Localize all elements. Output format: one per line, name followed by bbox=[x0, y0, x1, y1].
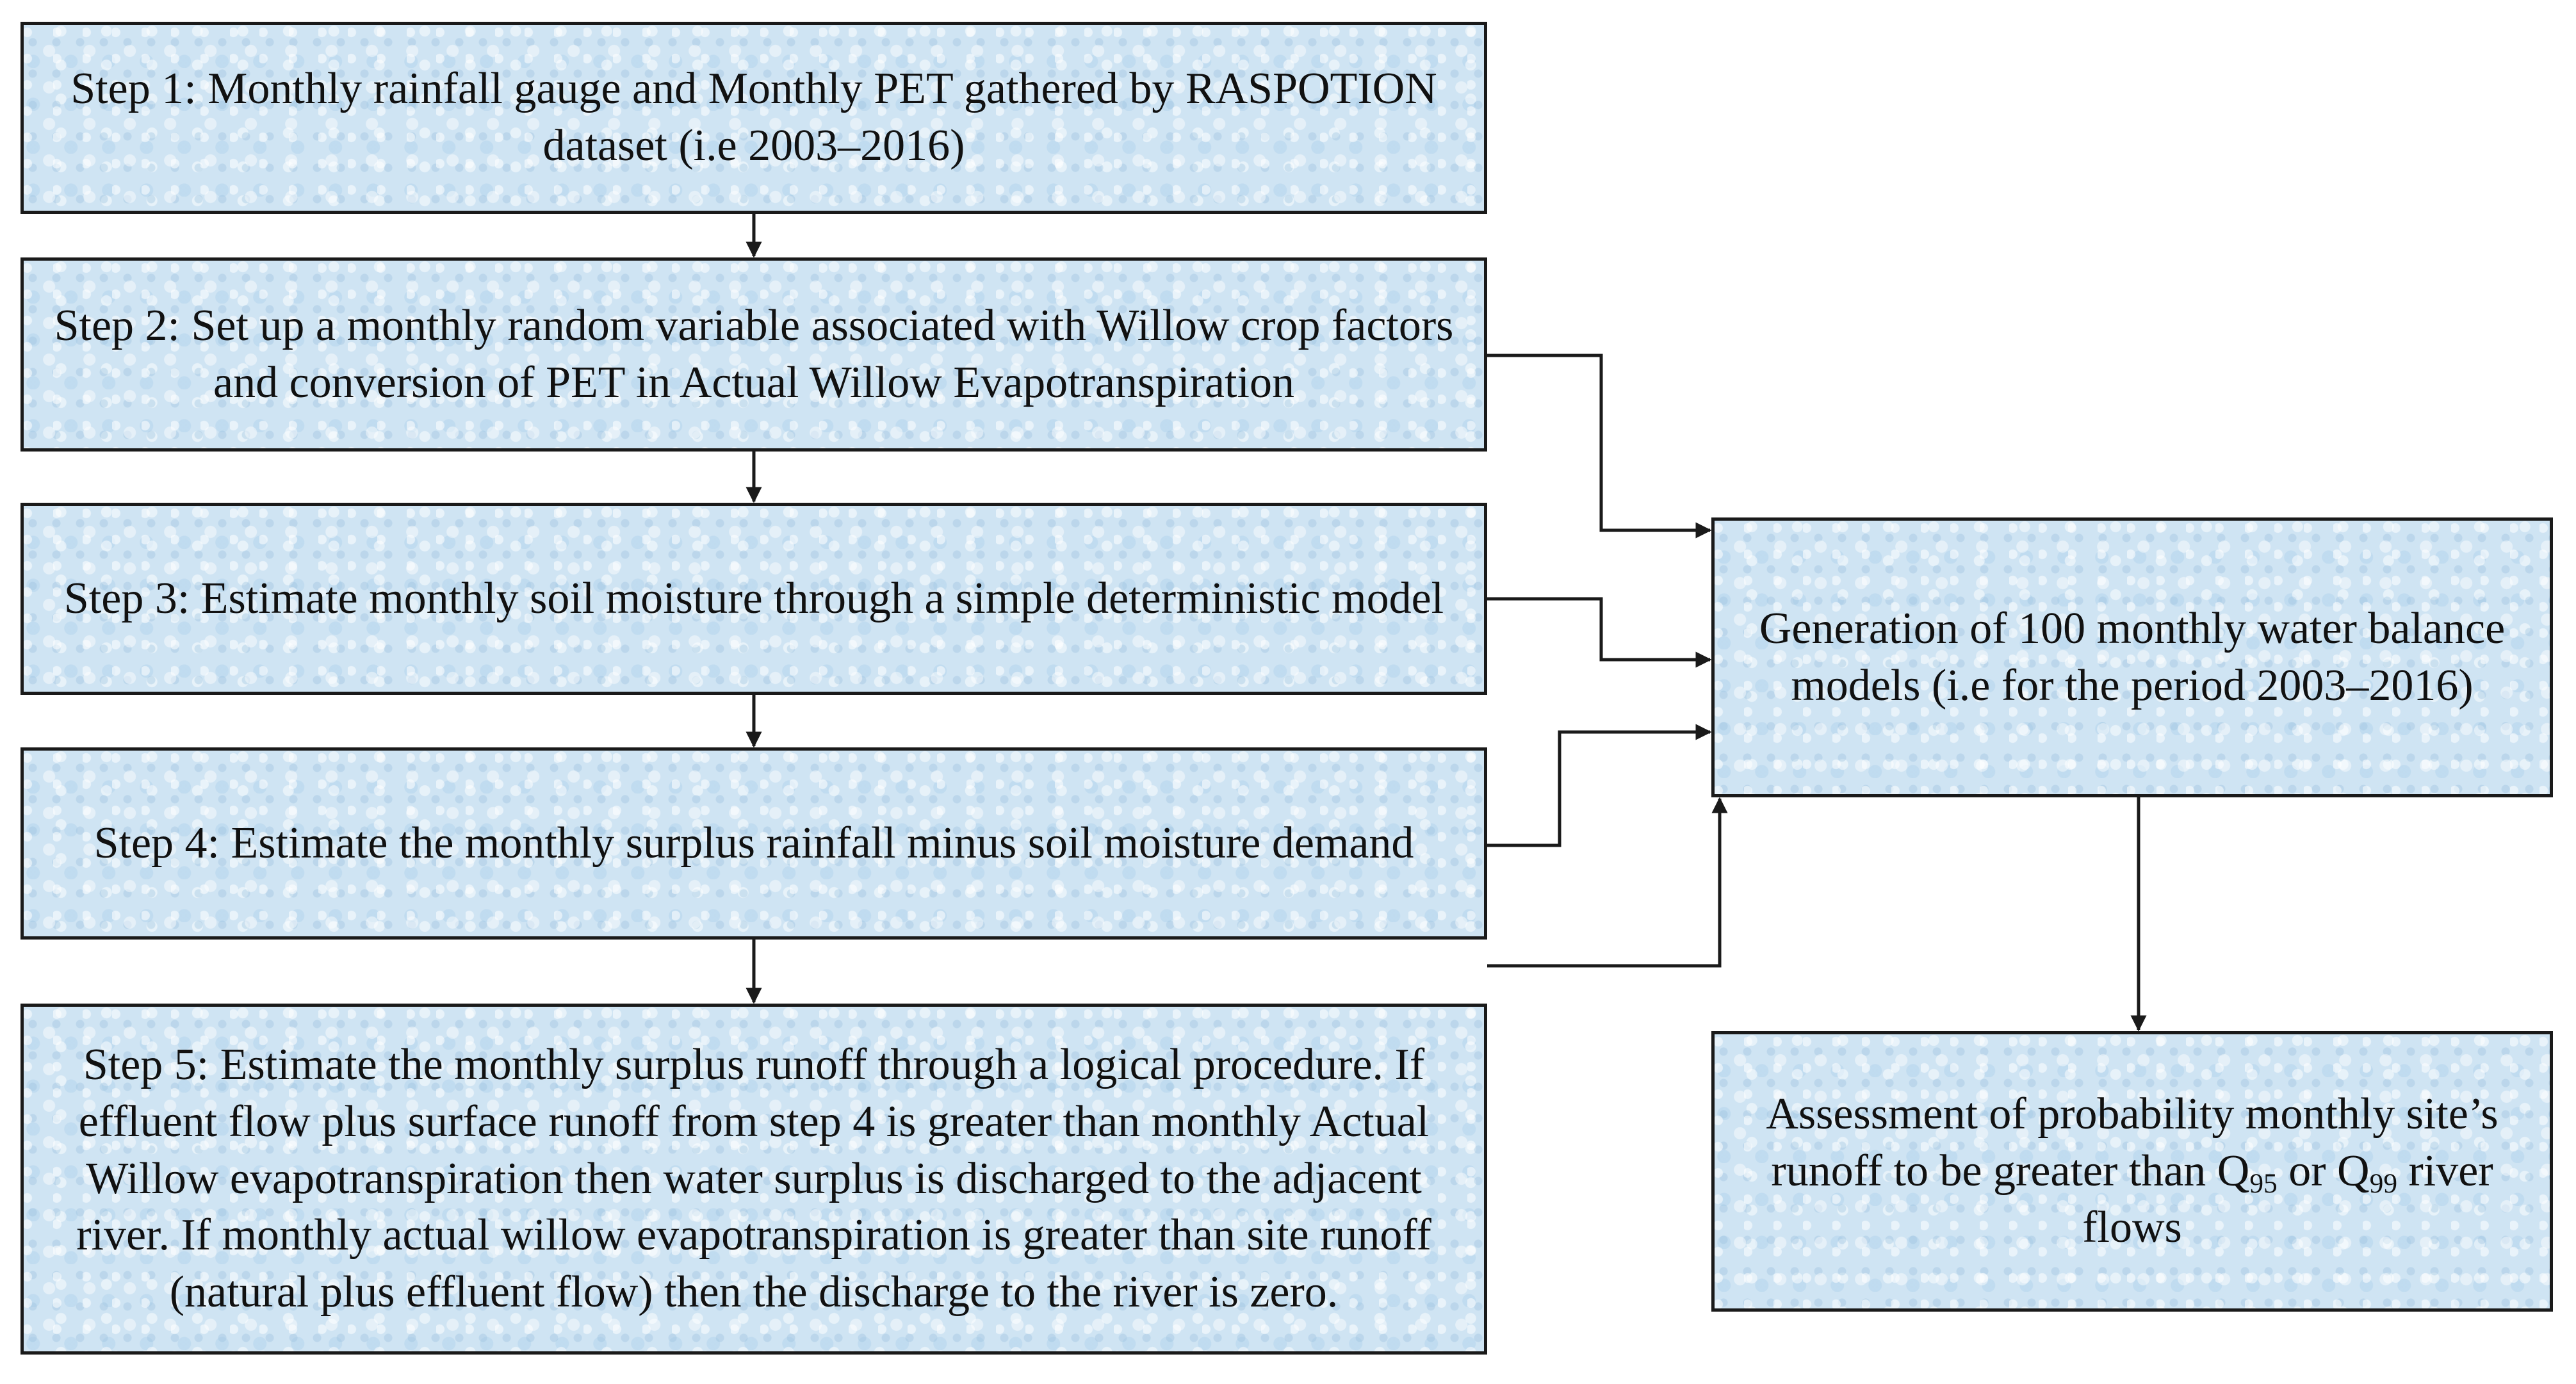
arrow-step5-to-generation bbox=[1487, 797, 1728, 968]
arrow-step3-to-generation bbox=[1487, 597, 1712, 668]
step-5-box: Step 5: Estimate the monthly surplus run… bbox=[20, 1004, 1487, 1355]
arrow-step2-to-generation bbox=[1487, 354, 1712, 539]
step-2-text: Step 2: Set up a monthly random variable… bbox=[54, 300, 1454, 407]
step-4-text: Step 4: Estimate the monthly surplus rai… bbox=[94, 818, 1414, 868]
assessment-box: Assessment of probability monthly site’s… bbox=[1711, 1031, 2553, 1312]
assessment-text-part2: or Q bbox=[2277, 1146, 2370, 1196]
step-5-text: Step 5: Estimate the monthly surplus run… bbox=[76, 1039, 1431, 1317]
q99-subscript: 99 bbox=[2369, 1168, 2398, 1199]
generation-text: Generation of 100 monthly water balance … bbox=[1759, 603, 2506, 710]
step-2-box: Step 2: Set up a monthly random variable… bbox=[20, 257, 1487, 452]
assessment-text-part3: river flows bbox=[2082, 1146, 2493, 1253]
step-3-text: Step 3: Estimate monthly soil moisture t… bbox=[63, 573, 1444, 623]
q95-subscript: 95 bbox=[2249, 1168, 2278, 1199]
step-1-box: Step 1: Monthly rainfall gauge and Month… bbox=[20, 22, 1487, 214]
arrow-step4-to-generation bbox=[1487, 724, 1712, 847]
generation-box: Generation of 100 monthly water balance … bbox=[1711, 517, 2553, 797]
step-1-text: Step 1: Monthly rainfall gauge and Month… bbox=[70, 64, 1437, 170]
step-3-box: Step 3: Estimate monthly soil moisture t… bbox=[20, 503, 1487, 695]
step-4-box: Step 4: Estimate the monthly surplus rai… bbox=[20, 747, 1487, 940]
assessment-text-part1: Assessment of probability monthly site’s… bbox=[1766, 1089, 2499, 1196]
assessment-text: Assessment of probability monthly site’s… bbox=[1715, 1086, 2550, 1257]
